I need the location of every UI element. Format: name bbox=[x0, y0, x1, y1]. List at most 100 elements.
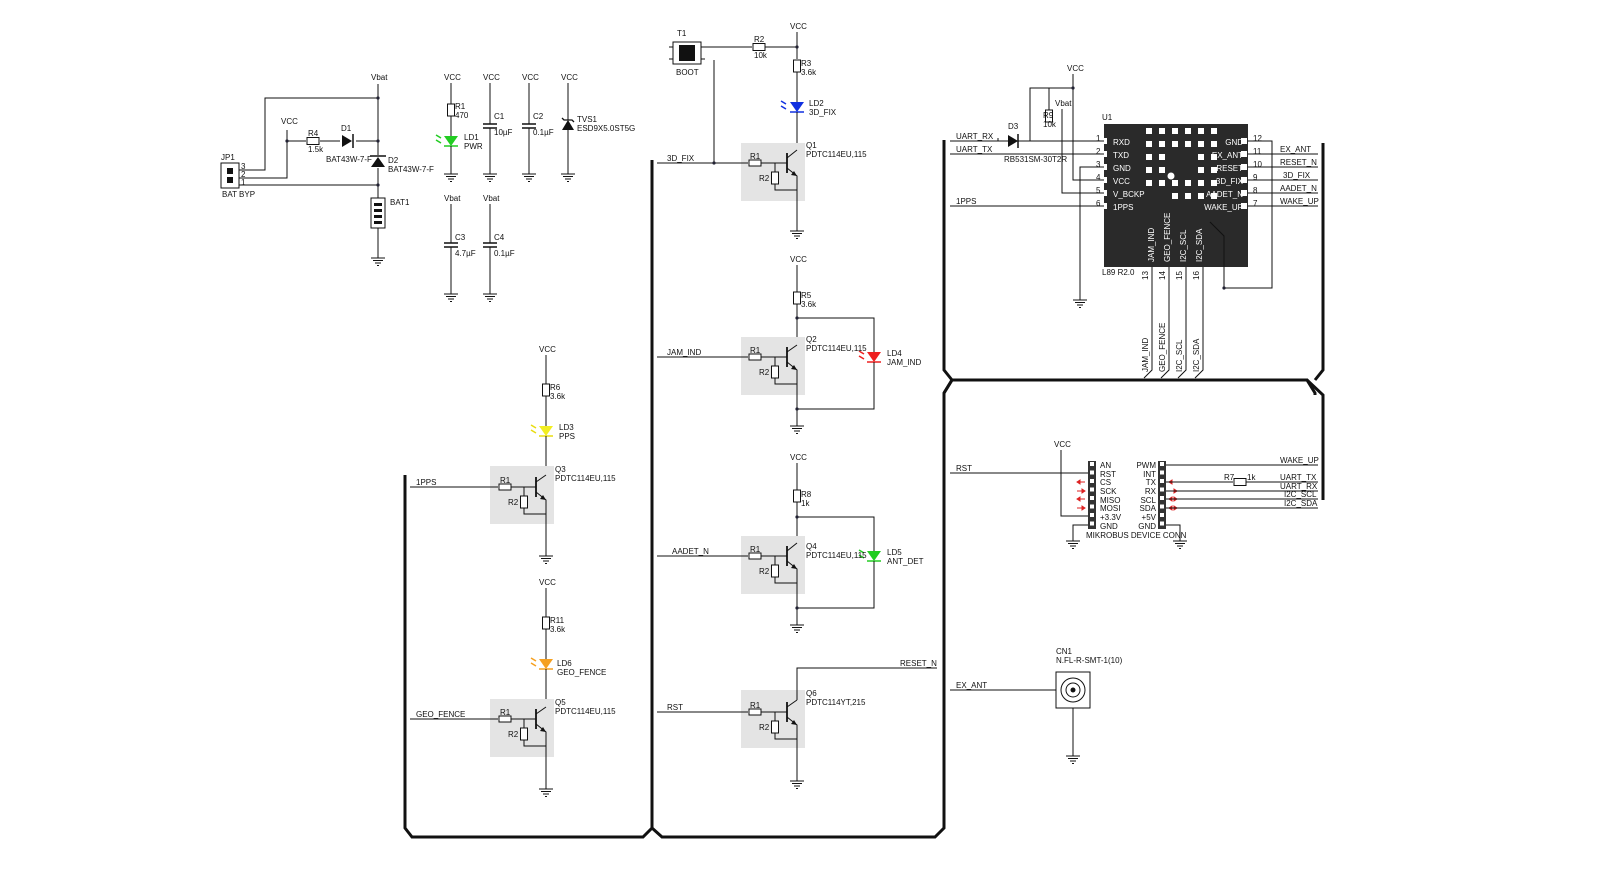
svg-text:BOOT: BOOT bbox=[676, 68, 699, 77]
svg-text:D1: D1 bbox=[341, 124, 352, 133]
u1-pad bbox=[1211, 193, 1217, 199]
svg-text:6: 6 bbox=[1096, 199, 1101, 208]
svg-text:0.1µF: 0.1µF bbox=[494, 249, 515, 258]
svg-text:BAT43W-7-F: BAT43W-7-F bbox=[326, 155, 372, 164]
jumper-jp1[interactable]: JP1 BAT BYP 3 2 1 bbox=[220, 153, 255, 199]
svg-text:+5V: +5V bbox=[1142, 513, 1157, 522]
transistor-q4: AADET_N R1 R2 Q4 PDTC114EU,115 bbox=[657, 536, 867, 633]
svg-text:L89 R2.0: L89 R2.0 bbox=[1102, 268, 1135, 277]
svg-text:AADET_N: AADET_N bbox=[672, 547, 709, 556]
mikrobus-pin bbox=[1090, 513, 1094, 517]
led-ld5-icon bbox=[867, 551, 881, 561]
mikrobus-pin bbox=[1090, 496, 1094, 500]
svg-text:R2: R2 bbox=[759, 567, 770, 576]
svg-text:GND: GND bbox=[1113, 164, 1131, 173]
svg-text:R1: R1 bbox=[750, 701, 761, 710]
u1-pad bbox=[1172, 141, 1178, 147]
mikrobus-pin bbox=[1160, 487, 1164, 492]
svg-text:AADET_N: AADET_N bbox=[1280, 184, 1317, 193]
svg-text:Vbat: Vbat bbox=[1055, 99, 1072, 108]
svg-text:VCC: VCC bbox=[539, 345, 556, 354]
svg-text:1PPS: 1PPS bbox=[1113, 203, 1133, 212]
svg-text:R1: R1 bbox=[750, 346, 761, 355]
u1-pad bbox=[1198, 154, 1204, 160]
svg-text:3D_FIX: 3D_FIX bbox=[667, 154, 695, 163]
battery-bat1: BAT1 bbox=[370, 197, 410, 229]
svg-text:3D_FIX: 3D_FIX bbox=[1216, 177, 1244, 186]
jp1-pin2: 2 bbox=[241, 170, 246, 179]
svg-text:TVS1: TVS1 bbox=[577, 115, 598, 124]
svg-text:8: 8 bbox=[1253, 186, 1258, 195]
svg-text:R2: R2 bbox=[508, 498, 519, 507]
svg-text:R8: R8 bbox=[801, 490, 812, 499]
svg-text:PDTC114EU,115: PDTC114EU,115 bbox=[806, 551, 867, 560]
vcc-label-jp: VCC bbox=[281, 117, 298, 126]
svg-text:PDTC114EU,115: PDTC114EU,115 bbox=[806, 344, 867, 353]
svg-text:9: 9 bbox=[1253, 173, 1258, 182]
mikrobus-pin bbox=[1090, 504, 1094, 509]
u1-pin-pad bbox=[1241, 164, 1247, 170]
u1-pin-pad bbox=[1241, 151, 1247, 157]
mikrobus-pin bbox=[1160, 513, 1164, 517]
svg-text:VCC: VCC bbox=[444, 73, 461, 82]
mikrobus-pin bbox=[1090, 479, 1094, 483]
svg-text:WAKE_UP: WAKE_UP bbox=[1280, 197, 1319, 206]
svg-text:R2: R2 bbox=[508, 730, 519, 739]
svg-text:14: 14 bbox=[1158, 271, 1167, 280]
led-ld3-icon bbox=[539, 426, 553, 436]
u1-pin-pad bbox=[1241, 177, 1247, 183]
svg-text:LD3: LD3 bbox=[559, 423, 574, 432]
svg-text:WAKE_UP: WAKE_UP bbox=[1280, 456, 1319, 465]
transistor-q2: JAM_IND R1 R2 Q2 PDTC114EU,115 bbox=[657, 335, 867, 434]
u1-pad bbox=[1198, 193, 1204, 199]
c2-branch: VCC C2 0.1µF bbox=[521, 73, 554, 182]
svg-text:ESD9X5.0ST5G: ESD9X5.0ST5G bbox=[577, 124, 635, 133]
svg-text:1PPS: 1PPS bbox=[416, 478, 436, 487]
svg-text:R2: R2 bbox=[759, 174, 770, 183]
svg-text:R6: R6 bbox=[550, 383, 561, 392]
svg-text:R11: R11 bbox=[550, 616, 565, 625]
svg-text:Q1: Q1 bbox=[806, 141, 817, 150]
svg-text:Q5: Q5 bbox=[555, 698, 566, 707]
svg-text:GEO_FENCE: GEO_FENCE bbox=[1158, 323, 1167, 372]
boot-button-t1[interactable]: T1 BOOT bbox=[669, 29, 705, 77]
gnss-module-u1: U1 L89 R2.0 RXD TXD GND VCC V_BCKP 1PPS … bbox=[1096, 113, 1262, 280]
led-ld1-icon bbox=[444, 136, 458, 146]
svg-text:MISO: MISO bbox=[1100, 496, 1120, 505]
svg-text:WAKE_UP: WAKE_UP bbox=[1204, 203, 1243, 212]
svg-text:VCC: VCC bbox=[1054, 440, 1071, 449]
svg-text:RX: RX bbox=[1145, 487, 1157, 496]
svg-text:4: 4 bbox=[1096, 173, 1101, 182]
svg-text:Vbat: Vbat bbox=[444, 194, 461, 203]
svg-text:PPS: PPS bbox=[559, 432, 575, 441]
u1-bottom-pins: JAM_IND GEO_FENCE I2C_SCL I2C_SDA 13 14 … bbox=[1141, 213, 1204, 280]
mikrobus-pin bbox=[1160, 462, 1164, 466]
svg-text:SCK: SCK bbox=[1100, 487, 1117, 496]
svg-text:RST: RST bbox=[667, 703, 683, 712]
svg-text:CN1: CN1 bbox=[1056, 647, 1073, 656]
svg-text:EX_ANT: EX_ANT bbox=[1280, 145, 1311, 154]
svg-text:I2C_SCL: I2C_SCL bbox=[1179, 229, 1188, 262]
mikrobus-pin bbox=[1090, 487, 1094, 492]
diode-d2: D2 BAT43W-7-F bbox=[370, 155, 434, 174]
led-ld6-icon bbox=[539, 659, 553, 669]
svg-text:INT: INT bbox=[1143, 470, 1156, 479]
u1-pad bbox=[1198, 167, 1204, 173]
svg-text:GEO_FENCE: GEO_FENCE bbox=[1163, 213, 1172, 262]
svg-text:SCL: SCL bbox=[1140, 496, 1156, 505]
ld2-branch: R2 10k VCC R3 3.6k LD2 3D_FIX bbox=[705, 22, 837, 163]
svg-text:UART_RX: UART_RX bbox=[956, 132, 994, 141]
svg-text:VCC: VCC bbox=[790, 22, 807, 31]
svg-text:R4: R4 bbox=[308, 129, 319, 138]
jp1-name: BAT BYP bbox=[222, 190, 255, 199]
svg-text:R3: R3 bbox=[801, 59, 812, 68]
svg-text:3.6k: 3.6k bbox=[801, 300, 817, 309]
power-wires bbox=[239, 84, 380, 252]
jp1-pin1: 1 bbox=[241, 178, 246, 187]
transistor-q6: RESET_N RST R1 R2 Q6 PDTC114YT,215 bbox=[657, 659, 937, 789]
svg-text:I2C_SDA: I2C_SDA bbox=[1195, 228, 1204, 262]
u1-pad bbox=[1185, 141, 1191, 147]
svg-text:R2: R2 bbox=[759, 723, 770, 732]
diode-d3-icon bbox=[1008, 135, 1018, 147]
